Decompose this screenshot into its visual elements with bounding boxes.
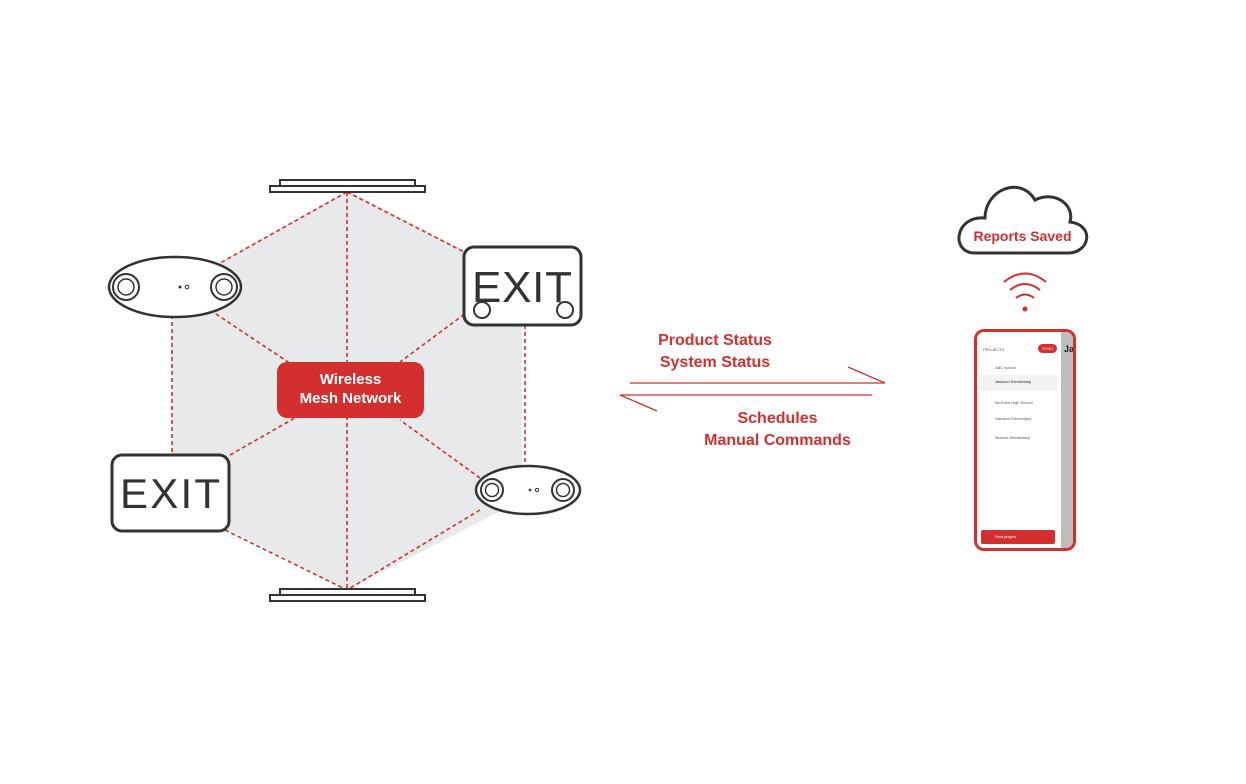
wifi-icon (1003, 272, 1047, 299)
svg-text:EXIT: EXIT (472, 263, 572, 312)
emergency-light-right (474, 464, 582, 516)
svg-text:EXIT: EXIT (120, 470, 220, 517)
data-flow-arrows (619, 366, 886, 412)
sync-button[interactable]: SYNC (1038, 344, 1058, 353)
mesh-network-badge (277, 362, 424, 418)
cloud-icon (957, 185, 1089, 255)
project-item[interactable]: Monroe Elementary (995, 435, 1030, 440)
new-project-button[interactable]: New project (981, 530, 1055, 544)
ceiling-light-bottom (269, 588, 426, 602)
cloud-label: Reports Saved (973, 228, 1072, 244)
exit-sign-left: EXIT (110, 453, 231, 533)
project-item[interactable]: McGuire High School (995, 400, 1033, 405)
project-item[interactable]: Jackson Elementary (995, 379, 1032, 384)
projects-header: PROJECTS (983, 347, 1005, 352)
project-item[interactable]: Harrison Elementary (995, 416, 1032, 421)
exit-sign-right: EXIT (462, 245, 583, 327)
emergency-light-left (107, 255, 243, 319)
phone-app: Jac PROJECTS SYNC ABC school Jackson Ele… (974, 329, 1076, 551)
project-item[interactable]: ABC school (995, 365, 1016, 370)
side-title: Jac (1064, 344, 1075, 354)
ceiling-light-top (269, 179, 426, 193)
